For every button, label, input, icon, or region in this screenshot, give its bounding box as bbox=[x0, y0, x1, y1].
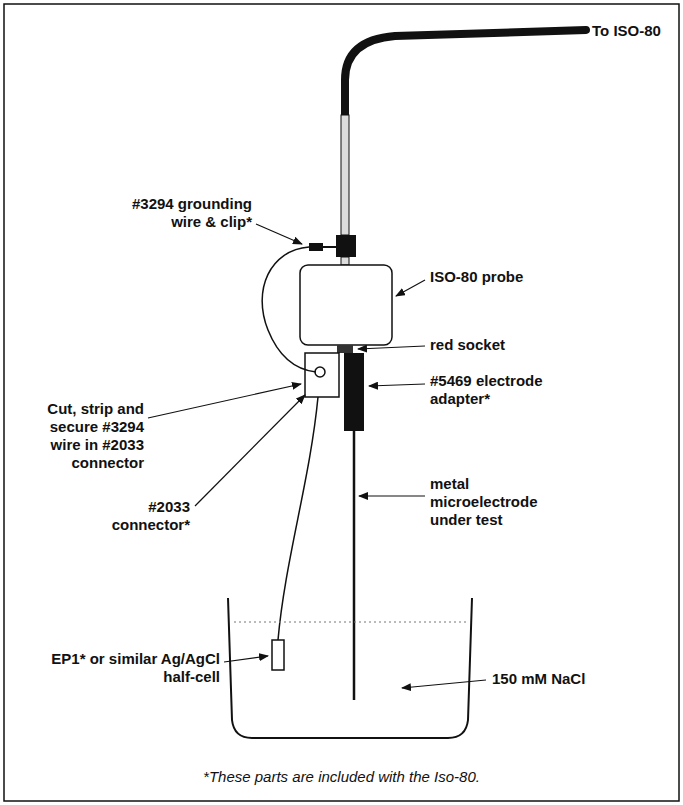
leader-arrow bbox=[359, 495, 425, 496]
connector-screw bbox=[315, 367, 325, 377]
microelectrode bbox=[353, 431, 356, 700]
probe-rod bbox=[341, 115, 349, 235]
electrode-adapter bbox=[344, 353, 364, 431]
leader-arrow bbox=[224, 656, 268, 662]
water-surface bbox=[234, 622, 466, 623]
red-socket bbox=[337, 345, 353, 353]
leader-arrow bbox=[358, 346, 425, 349]
leader-arrow bbox=[396, 280, 425, 296]
cable-label: To ISO-80 bbox=[592, 22, 678, 40]
figure-frame bbox=[4, 4, 679, 801]
probe-cable bbox=[345, 30, 586, 118]
leader-arrow bbox=[195, 395, 305, 506]
instruction-note: Cut, strip and secure #3294 wire in #203… bbox=[18, 400, 144, 472]
leader-arrow bbox=[256, 224, 302, 244]
part-label: #5469 electrode adapter* bbox=[430, 372, 580, 408]
clip-wire bbox=[322, 246, 336, 248]
half-cell-wire bbox=[278, 397, 318, 640]
iso80-probe bbox=[300, 265, 392, 345]
half-cell bbox=[272, 640, 284, 670]
connector-2033 bbox=[305, 353, 339, 397]
grounding-clip bbox=[309, 243, 323, 251]
leader-arrow bbox=[148, 384, 301, 418]
grounding-wire bbox=[262, 247, 316, 372]
footnote-caption: *These parts are included with the Iso-8… bbox=[10, 768, 673, 786]
part-label: red socket bbox=[430, 336, 590, 354]
leader-arrow bbox=[369, 384, 425, 386]
beaker bbox=[228, 598, 472, 738]
leader-arrow bbox=[402, 680, 486, 688]
probe-rod bbox=[341, 257, 349, 265]
part-label: metal microelectrode under test bbox=[430, 475, 562, 529]
part-label: #3294 grounding wire & clip* bbox=[120, 195, 252, 231]
collar bbox=[336, 235, 356, 257]
solution-label: 150 mM NaCl bbox=[492, 670, 642, 688]
part-label: ISO-80 probe bbox=[430, 268, 590, 286]
part-label: EP1* or similar Ag/AgCl half-cell bbox=[18, 650, 220, 686]
part-label: #2033 connector* bbox=[90, 498, 190, 534]
